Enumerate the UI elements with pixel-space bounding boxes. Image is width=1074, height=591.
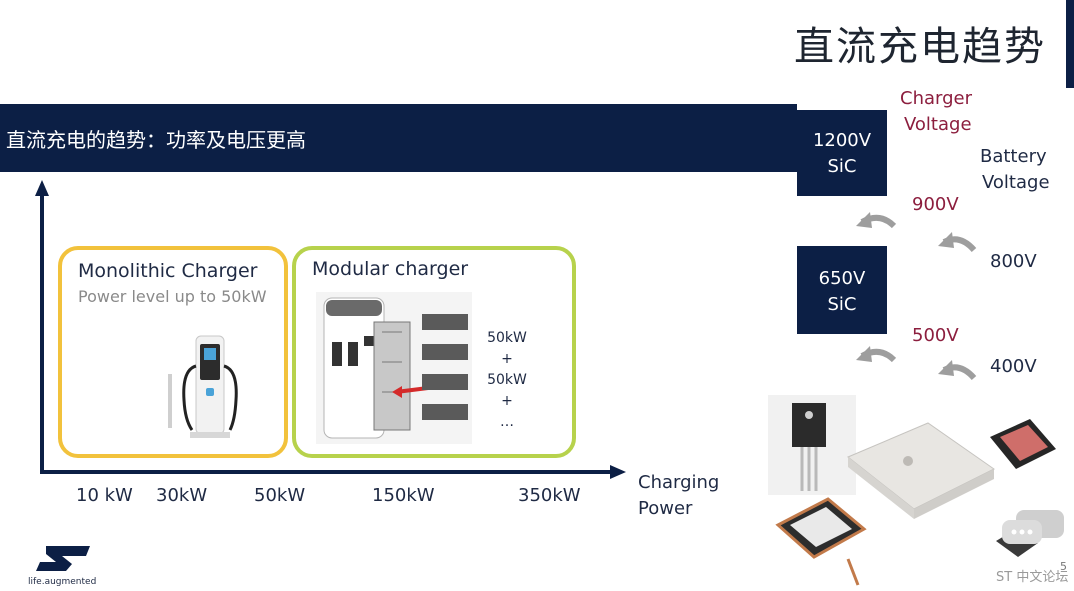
watermark-text: ST 中文论坛: [996, 570, 1069, 585]
voltage-arrows: [856, 212, 977, 381]
monolithic-charger-card: [58, 246, 288, 458]
battery-voltage-value: 800V: [990, 251, 1037, 272]
st-logo: [36, 546, 90, 571]
banner: [0, 104, 797, 172]
power-axes: [35, 180, 626, 479]
page-number: 5: [1060, 560, 1067, 573]
module-line: +: [501, 393, 513, 409]
brand-tagline: life.augmented: [28, 577, 97, 587]
module-line: 50kW: [487, 330, 527, 346]
sic-label: SiC: [827, 156, 857, 177]
battery-voltage-value: 400V: [990, 356, 1037, 377]
power-tick: 150kW: [372, 485, 435, 506]
modular-title: Modular charger: [312, 258, 469, 280]
sic-devices-image: [768, 395, 1056, 586]
module-line: 50kW: [487, 372, 527, 388]
monolithic-title: Monolithic Charger: [78, 260, 258, 282]
charger-voltage-value: 900V: [912, 194, 959, 215]
battery-voltage-label-line1: Battery: [980, 146, 1047, 167]
power-tick: 50kW: [254, 485, 306, 506]
sic-voltage: 650V: [818, 268, 866, 289]
charger-voltage-value: 500V: [912, 325, 959, 346]
power-tick: 350kW: [518, 485, 581, 506]
sic-label: SiC: [827, 294, 857, 315]
module-list: 50kW + 50kW + …: [480, 328, 534, 433]
modular-charger-image: [316, 292, 472, 444]
monolithic-charger-image: [168, 335, 238, 438]
sic-650v-box: 650V SiC: [797, 246, 887, 334]
module-line: …: [500, 414, 514, 430]
charger-voltage-label-line2: Voltage: [904, 114, 972, 135]
power-tick: 30kW: [156, 485, 208, 506]
charging-power-label-line1: Charging: [638, 472, 720, 493]
accent-bar: [1066, 0, 1074, 88]
sic-voltage: 1200V: [812, 130, 872, 151]
chat-bubble-icon: [1002, 510, 1064, 544]
battery-voltage-label-line2: Voltage: [982, 172, 1050, 193]
banner-text: 直流充电的趋势：功率及电压更高: [6, 128, 306, 152]
module-line: +: [501, 351, 513, 367]
sic-1200v-box: 1200V SiC: [797, 110, 887, 196]
slide-title: 直流充电趋势: [794, 24, 1046, 70]
charger-voltage-label-line1: Charger: [900, 88, 972, 109]
power-tick: 10 kW: [76, 485, 133, 506]
charging-power-label-line2: Power: [638, 498, 693, 519]
monolithic-subtitle: Power level up to 50kW: [78, 287, 267, 306]
